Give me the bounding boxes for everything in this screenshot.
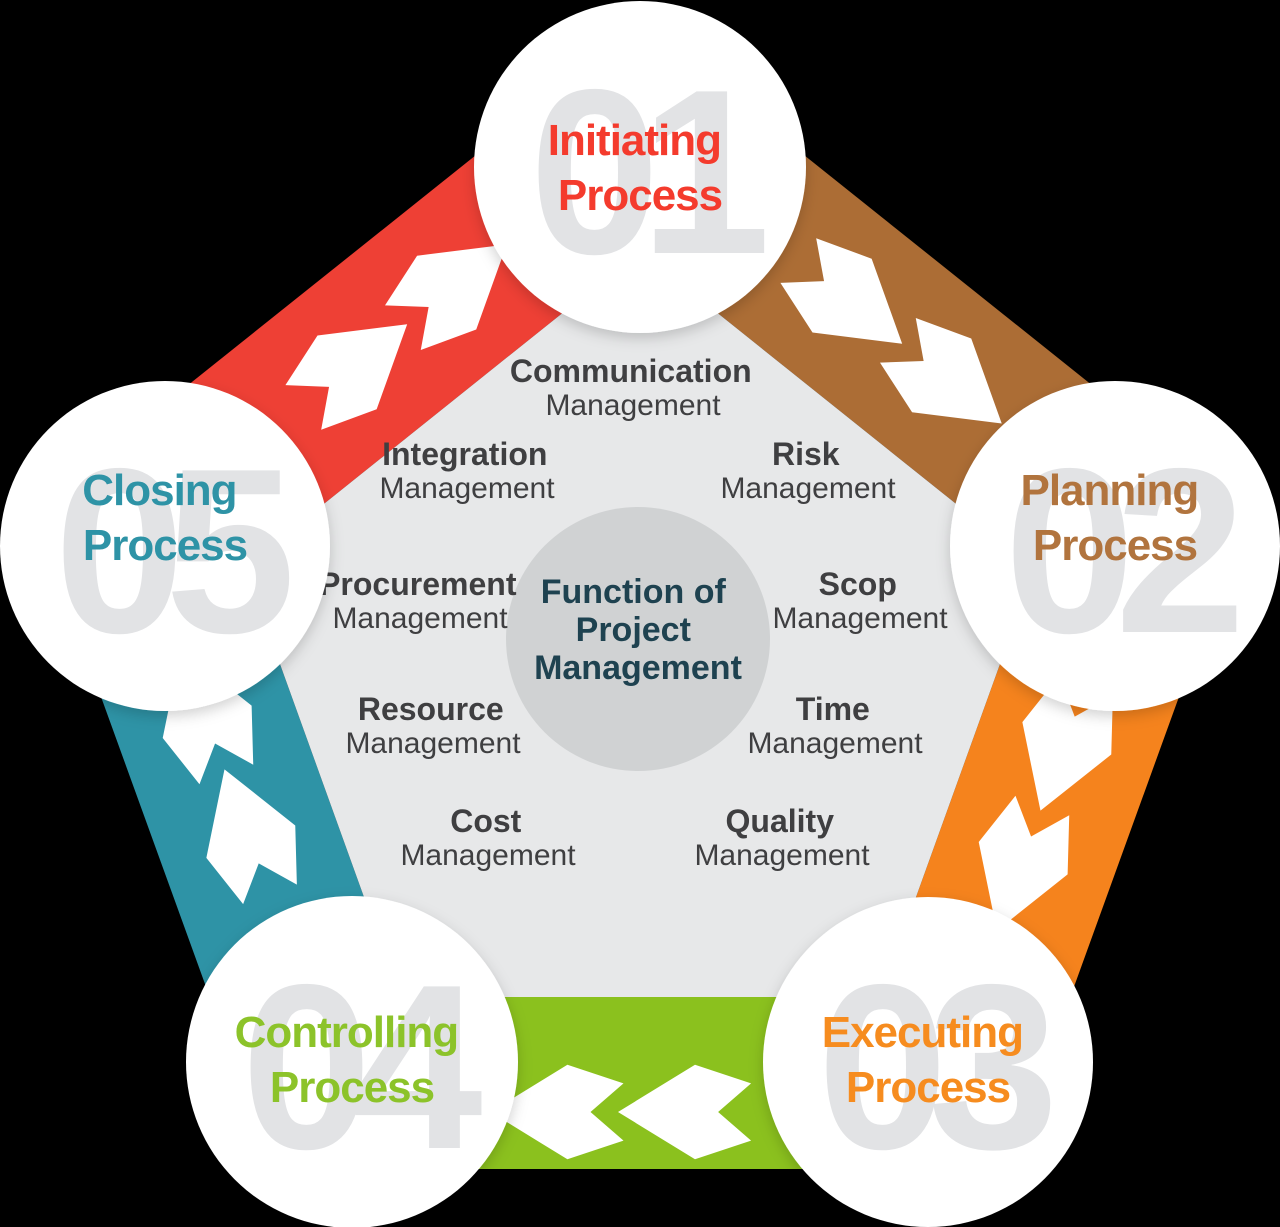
node-circle-controlling [186,896,518,1227]
process-node-planning: 02 Planning Process [950,381,1280,711]
function-label-procurement: Procurement Management [319,566,521,635]
arrow-planning-to-executing-icon [978,675,1113,931]
function-label-resource: Resource Management [345,691,521,760]
function-label-risk: Risk Management [720,436,896,505]
node-circle-planning [950,381,1280,711]
function-label-time: Time Management [747,691,923,760]
process-node-initiating: 01 Initiating Process [474,1,806,333]
node-label-closing: Closing Process [82,466,248,570]
node-label-executing: Executing Process [822,1008,1035,1112]
arrow-initiating-to-planning-icon [780,238,1002,424]
arrow-closing-to-initiating-icon [285,244,507,430]
function-labels: Communication Management Integration Man… [319,353,948,872]
function-label-integration: Integration Management [379,436,555,505]
node-number-initiating: 01 [529,40,765,303]
node-label-controlling: Controlling Process [235,1008,470,1112]
node-label-planning: Planning Process [1020,466,1209,570]
node-circle-initiating [474,1,806,333]
function-label-cost: Cost Management [400,803,576,872]
node-label-initiating: Initiating Process [548,116,733,220]
node-circle-executing [763,897,1093,1227]
process-node-closing: 05 Closing Process [0,381,330,711]
node-number-closing: 05 [54,419,290,682]
arrow-executing-to-controlling-icon [490,1064,752,1160]
process-node-executing: 03 Executing Process [763,897,1093,1227]
process-node-controlling: 04 Controlling Process [186,896,518,1227]
function-label-communication: Communication Management [510,353,756,422]
node-number-executing: 03 [817,935,1051,1198]
center-circle [506,507,770,771]
function-label-scop: Scop Management [772,566,948,635]
center-title: Function of Project Management [534,573,742,687]
center-title-line2: Project [576,611,691,649]
node-circle-closing [0,381,330,711]
node-number-controlling: 04 [241,935,482,1198]
center-title-line3: Management [534,649,742,687]
function-label-quality: Quality Management [694,803,870,872]
flow-arrows [162,238,1113,1160]
node-number-planning: 02 [1004,419,1237,682]
center-title-line1: Function of [541,573,727,611]
